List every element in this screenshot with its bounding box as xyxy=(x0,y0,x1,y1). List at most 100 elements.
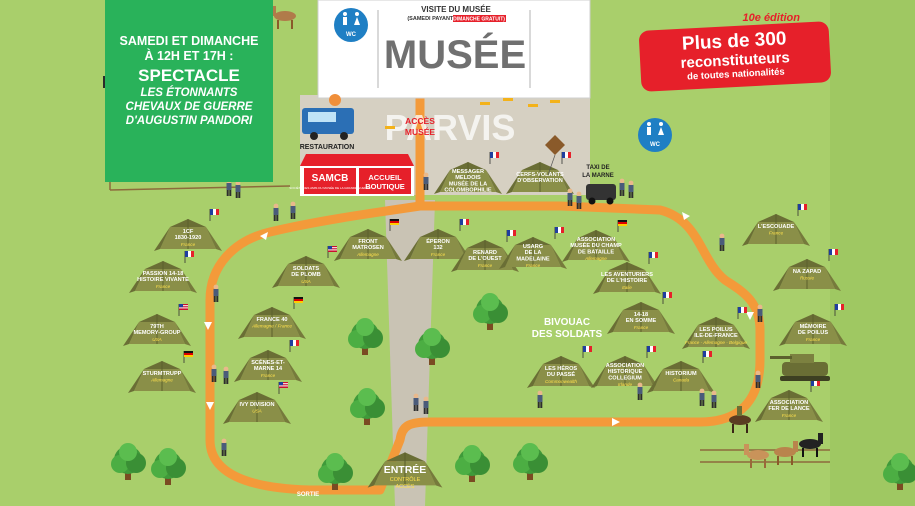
tent-name-line: PASSION 14-18 xyxy=(143,271,184,277)
visitor-walkway xyxy=(205,201,765,495)
tent-name-line: SCÈNES-ET- xyxy=(251,358,285,366)
tent-country: Allemagne / France xyxy=(251,324,292,329)
tent-country: USA xyxy=(301,279,310,284)
info-desc-3: D'AUGUSTIN PANDORI xyxy=(125,115,253,127)
tent-name-line: ASSOCIATION xyxy=(577,237,615,243)
tent-name-line: 14-18 xyxy=(634,312,648,318)
tent-name-line: ÉPERON xyxy=(426,237,450,245)
info-desc-2: CHEVAUX DE GUERRE xyxy=(125,101,253,113)
tent-country: France xyxy=(782,413,797,418)
samcb-subtitle: SOCIÉTÉ DES AMIS DU MUSÉE DE LA GRANDE G… xyxy=(289,185,371,190)
info-title: SPECTACLE xyxy=(138,66,240,85)
visit-paid: (SAMEDI PAYANT - xyxy=(407,16,456,22)
tent-name-line: COLOMBOPHILIE xyxy=(444,188,492,194)
tent-name-line: MUSÉE DU CHAMP xyxy=(570,241,622,249)
bivouac-label-2: DES SOLDATS xyxy=(532,329,603,340)
tent-name-line: 132 xyxy=(433,245,442,251)
tent-name-line: ASSOCIATION xyxy=(770,400,808,406)
wc-icon[interactable]: WC xyxy=(638,118,672,152)
tent-name-line: DE LA xyxy=(525,250,542,256)
taxi-marne xyxy=(586,184,616,205)
wc-icon[interactable]: WC xyxy=(334,8,368,42)
tent-country: France xyxy=(769,231,784,236)
info-line-2: À 12H ET 17H : xyxy=(144,49,234,63)
tent-name-line: MUSÉE DE LA xyxy=(449,179,487,187)
taxi-label-1: TAXI DE xyxy=(586,165,609,171)
tent-name-line: COLLEGIUM xyxy=(608,375,642,381)
tent-name-line: D'OBSERVATION xyxy=(517,178,562,184)
tent-name-line: LES HÉROS xyxy=(545,364,578,372)
tent-name-line: DE POILUS xyxy=(798,330,828,336)
svg-text:WC: WC xyxy=(346,32,357,38)
tent-country: Italie xyxy=(622,285,632,290)
cafe-tables xyxy=(385,98,560,129)
tent-name-line: L'ESCOUADE xyxy=(758,224,795,230)
tent-name-line: LES AVENTURIERS xyxy=(601,272,653,278)
museum-name: MUSÉE xyxy=(384,32,526,77)
tent-name-line: 79TH xyxy=(150,324,164,330)
tent-country: France xyxy=(526,263,541,268)
tent-country: France xyxy=(181,242,196,247)
tent-country: France xyxy=(634,325,649,330)
tent-country: Allemagne xyxy=(584,256,607,261)
svg-text:WC: WC xyxy=(650,142,661,148)
visit-free-badge xyxy=(453,15,506,22)
visit-title: VISITE DU MUSÉE xyxy=(421,5,491,14)
tent-country: France - Allemagne - Belgique xyxy=(685,340,747,345)
tent-country: Allemagne xyxy=(356,252,379,257)
samcb-logo: SAMCB xyxy=(312,173,349,184)
tent-name-line: MEMORY-GROUP xyxy=(133,330,180,336)
food-truck xyxy=(302,94,354,140)
tent-name-line: FRONT xyxy=(358,239,378,245)
show-info-box: SAMEDI ET DIMANCHE À 12H ET 17H : SPECTA… xyxy=(105,0,273,182)
boutique-label: BOUTIQUE xyxy=(365,182,405,191)
tent-name-line: SOLDATS xyxy=(293,266,320,272)
tank-icon xyxy=(770,354,830,381)
tent-name-line: EN SOMME xyxy=(626,318,657,324)
tent-name-line: DE L'HISTOIRE xyxy=(607,278,648,284)
tent-name-line: DE PLOMB xyxy=(291,272,321,278)
tent-name-line: STURMTRUPP xyxy=(143,371,182,377)
entrance-sub-1: CONTRÔLE xyxy=(390,476,421,483)
tent-country: USA xyxy=(152,337,161,342)
exit-label: SORTIE xyxy=(297,492,319,498)
info-line-1: SAMEDI ET DIMANCHE xyxy=(119,34,259,48)
tent-name-line: DE BATAILLE xyxy=(578,249,614,255)
tent-country: France xyxy=(806,337,821,342)
tent-name-line: 1CF xyxy=(183,229,194,235)
tent-country: France xyxy=(261,373,276,378)
tent-name-line: 1830-1920 xyxy=(175,235,202,241)
accueil-label: ACCUEIL xyxy=(368,173,402,182)
tent-country: Commonwealth xyxy=(545,379,577,384)
tent-name-line: HISTORIUM xyxy=(665,371,697,377)
tent-country: Russie xyxy=(800,276,814,281)
access-label-1: ACCÈS xyxy=(405,116,435,126)
